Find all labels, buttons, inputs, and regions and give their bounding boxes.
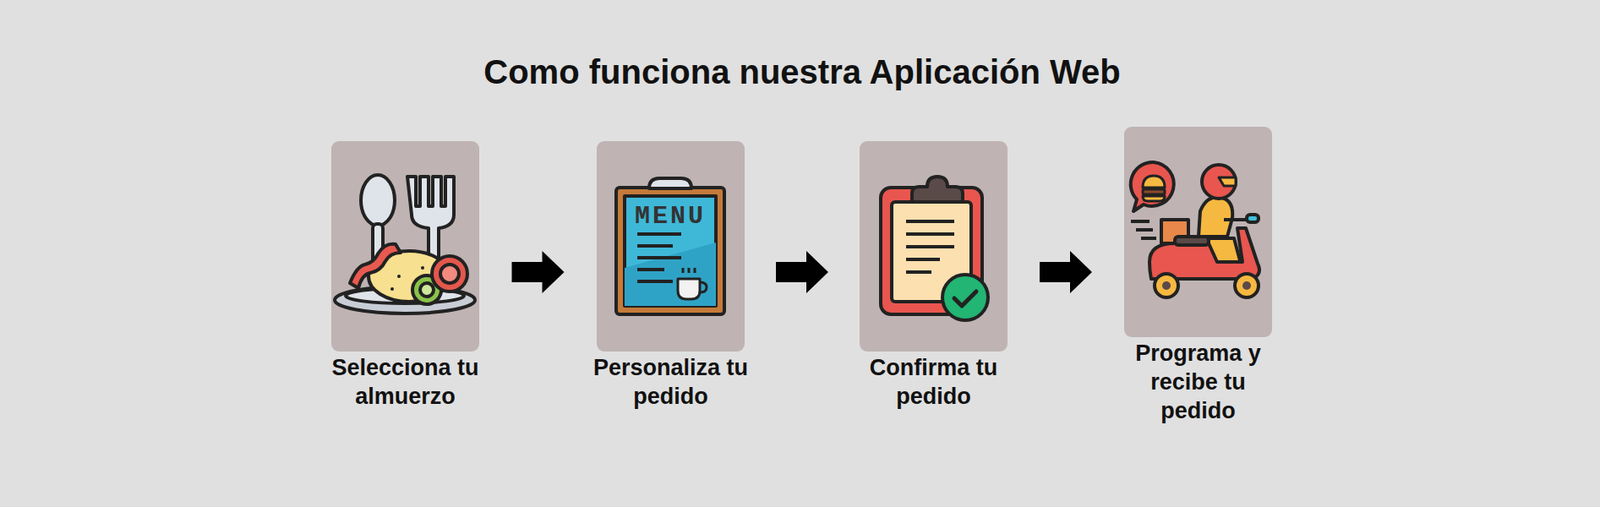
menu-label: MENU [634, 202, 706, 231]
step-card-area [859, 141, 1008, 352]
flow-arrow [512, 251, 565, 294]
confirm-icon [880, 176, 989, 321]
step-card [596, 141, 745, 352]
menu-icon [616, 178, 725, 315]
step-card-area [596, 141, 745, 352]
step-caption: Selecciona tu almuerzo [304, 353, 508, 411]
diagram-title: Como funciona nuestra Aplicación Web [483, 53, 1120, 92]
step-card [331, 141, 480, 352]
flow-arrow [1039, 251, 1093, 294]
step-node: Personaliza tu pedido [569, 141, 773, 411]
flow-arrow [775, 251, 829, 294]
step-node: Selecciona tu almuerzo [304, 141, 508, 411]
step-node: Confirma tu pedido [832, 141, 1036, 411]
step-card-area [1124, 126, 1273, 338]
lunch-icon [334, 174, 476, 314]
step-caption: Programa y recibe tu pedido [1119, 338, 1277, 426]
step-card [1124, 126, 1273, 338]
delivery-icon [1130, 162, 1260, 298]
step-caption: Confirma tu pedido [832, 353, 1036, 411]
step-card [859, 141, 1008, 352]
step-node: Programa y recibe tu pedido [1119, 126, 1277, 426]
step-card-area [331, 141, 480, 352]
step-caption: Personaliza tu pedido [569, 353, 773, 411]
